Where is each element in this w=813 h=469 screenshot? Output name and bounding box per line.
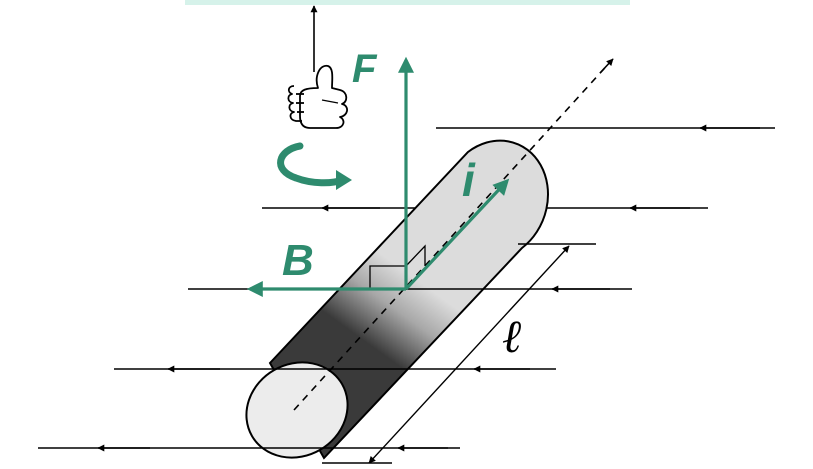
- current-label: i: [462, 154, 476, 206]
- current-vector-arrow: [404, 178, 510, 291]
- length-dimension: [322, 243, 596, 464]
- rod-axis-arrow: [599, 58, 614, 74]
- length-label: ℓ: [502, 309, 522, 363]
- rod-axis-dashed: [293, 59, 613, 411]
- right-angle-marker: [369, 244, 426, 289]
- field-label: B: [282, 236, 314, 285]
- rod-end-cap: [245, 361, 349, 459]
- length-dimension-line: [368, 245, 570, 464]
- vectors: [246, 56, 510, 297]
- thumbs-up-hand-icon: [287, 64, 348, 129]
- force-label: F: [352, 47, 378, 91]
- top-band: [185, 0, 630, 5]
- curl-rotation-arrow-icon: [277, 142, 352, 190]
